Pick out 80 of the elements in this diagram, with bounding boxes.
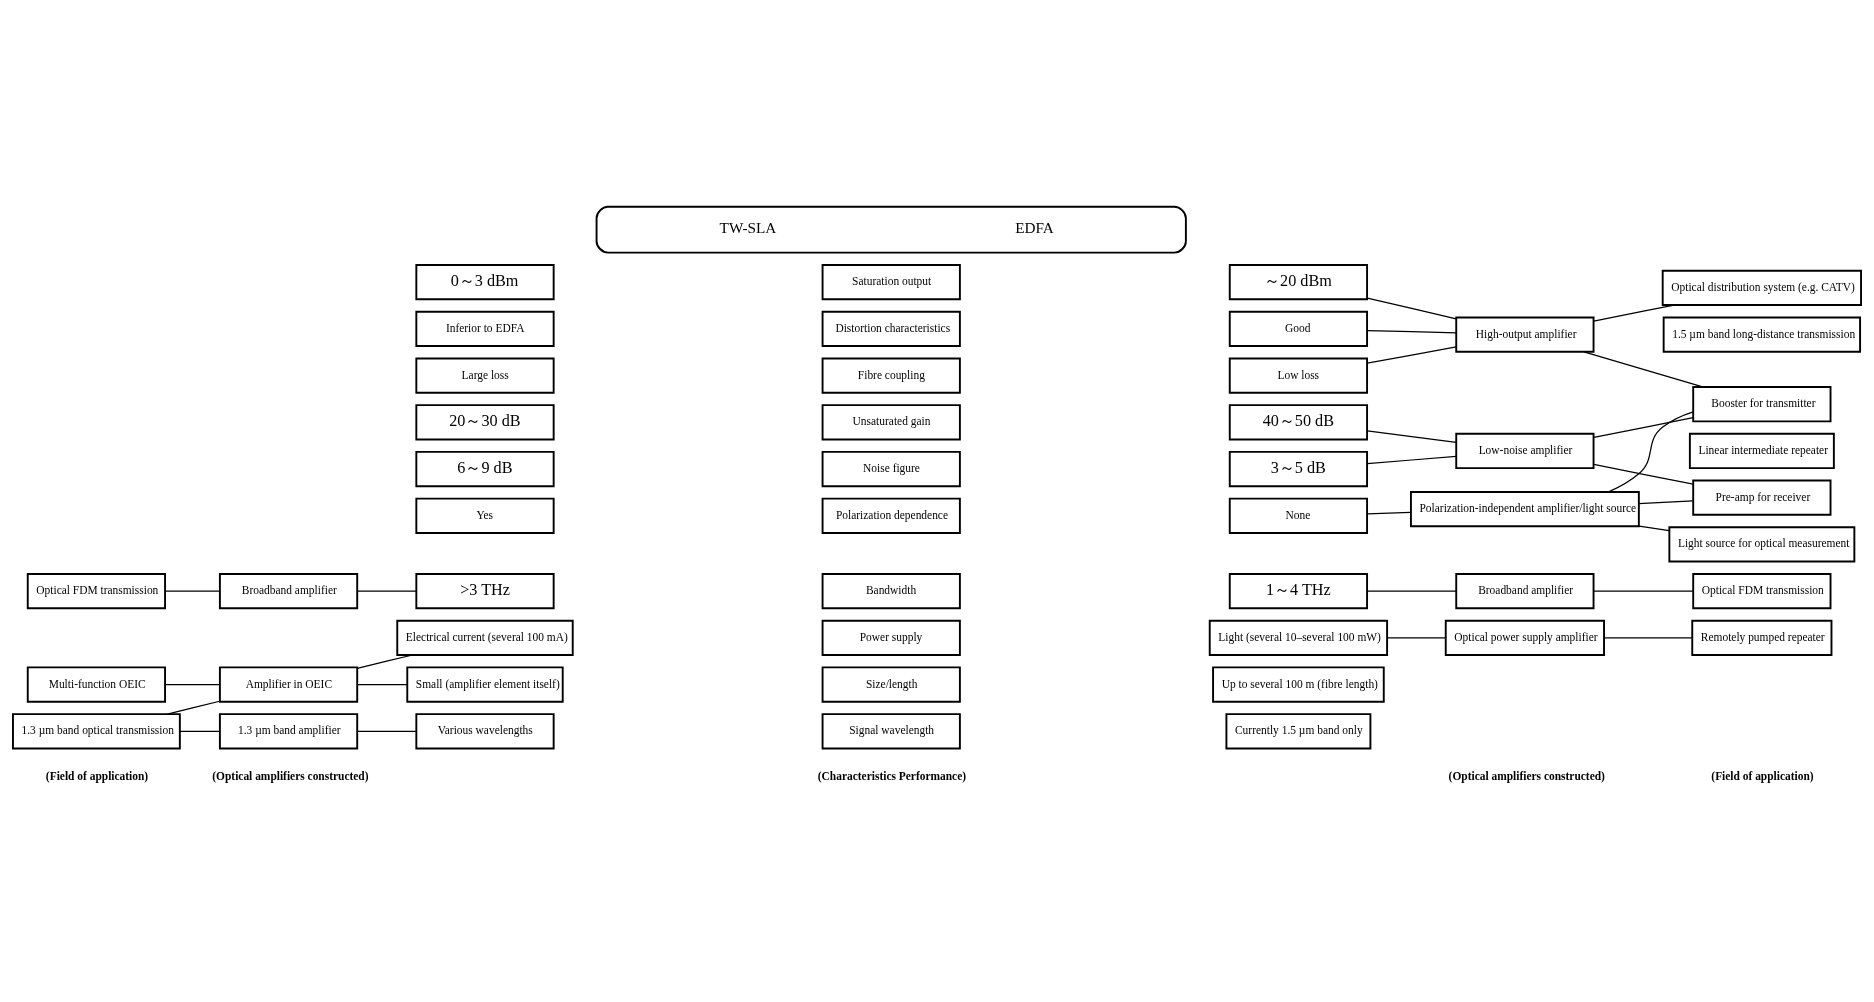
node-box: Amplifier in OEIC [218, 666, 359, 703]
node-box: Power supply [821, 619, 961, 656]
label: (Optical amplifiers constructed) [1448, 770, 1605, 783]
connector [1366, 346, 1457, 364]
node-box: Light (several 10–several 100 mW) [1208, 619, 1389, 656]
node-box: Various wavelengths [415, 713, 555, 750]
node-box: Remotely pumped repeater [1691, 619, 1833, 656]
node-box: 40～50 dB [1228, 404, 1369, 441]
connector [1366, 590, 1457, 592]
node-box: Broadband amplifier [218, 573, 359, 610]
connector [1583, 351, 1704, 388]
node-box: Broadband amplifier [1455, 573, 1595, 610]
connector [356, 654, 414, 669]
label: (Characteristics Performance) [817, 770, 967, 783]
connector [1593, 590, 1694, 592]
node-box: Linear intermediate repeater [1688, 432, 1835, 470]
connector [1638, 525, 1670, 532]
connector [1638, 500, 1694, 505]
node-box: 1.3 µm band optical transmission [12, 713, 181, 750]
node-box: Large loss [415, 357, 555, 394]
node-box: Up to several 100 m (fibre length) [1212, 666, 1385, 703]
node-box: Good [1228, 310, 1369, 347]
label: (Field of application) [45, 770, 149, 783]
connector [1593, 463, 1694, 485]
node-box: TW-SLA EDFA [595, 205, 1187, 254]
connector [1593, 417, 1694, 439]
connector [1603, 637, 1693, 639]
node-box: Pre-amp for receiver [1692, 479, 1832, 516]
connector [166, 700, 221, 715]
node-box: Multi-function OEIC [26, 666, 166, 703]
node-box: Noise figure [821, 450, 961, 488]
connector [356, 590, 417, 592]
label: (Optical amplifiers constructed) [212, 770, 369, 783]
node-box: Signal wavelength [821, 713, 961, 750]
node-box: Small (amplifier element itself) [406, 666, 564, 703]
node-box: Fibre coupling [821, 357, 961, 394]
node-box: 20～30 dB [415, 404, 555, 441]
node-box: 0～3 dBm [415, 264, 555, 301]
node-box: 1～4 THz [1228, 573, 1369, 610]
node-box: Polarization dependence [821, 497, 961, 534]
node-box: Optical power supply amplifier [1444, 619, 1605, 656]
node-box: High-output amplifier [1455, 316, 1595, 353]
connector [1366, 297, 1457, 320]
node-box: Yes [415, 497, 555, 534]
node-box: Electrical current (several 100 mA) [396, 619, 574, 656]
node-box: Optical FDM transmission [26, 573, 166, 610]
node-box: Currently 1.5 µm band only [1225, 713, 1372, 750]
connector [1386, 637, 1447, 639]
connector [164, 590, 221, 592]
node-box: Optical distribution system (e.g. CATV) [1661, 269, 1862, 306]
connector [356, 683, 408, 686]
node-box: 1.5 µm band long-distance transmission [1662, 316, 1862, 353]
node-box: 3～5 dB [1228, 450, 1369, 488]
connector [1366, 511, 1412, 515]
node-box: Low loss [1228, 357, 1369, 394]
connector [164, 683, 221, 686]
node-box: 1.3 µm band amplifier [218, 713, 359, 750]
node-box: Booster for transmitter [1692, 386, 1832, 423]
connector [1366, 430, 1457, 443]
node-box: Inferior to EDFA [415, 310, 555, 347]
node-box: Bandwidth [821, 573, 961, 610]
node-box: 6～9 dB [415, 450, 555, 488]
node-box: Unsaturated gain [821, 404, 961, 441]
node-box: Saturation output [821, 264, 961, 301]
label: (Field of application) [1711, 770, 1814, 783]
connector [1366, 330, 1457, 334]
node-box: Size/length [821, 666, 961, 703]
connector [356, 730, 417, 732]
node-box: Light source for optical measurement [1668, 526, 1856, 563]
node-box: Low-noise amplifier [1455, 432, 1595, 470]
connector [1366, 455, 1457, 465]
node-box: ～20 dBm [1228, 264, 1369, 301]
connector [1607, 411, 1694, 493]
connector [179, 730, 221, 732]
node-box: Polarization-independent amplifier/light source [1410, 491, 1640, 528]
connector [1593, 304, 1675, 322]
node-box: Optical FDM transmission [1692, 573, 1832, 610]
node-box: None [1228, 497, 1369, 534]
node-box: >3 THz [415, 573, 555, 610]
node-box: Distortion characteristics [821, 310, 961, 347]
